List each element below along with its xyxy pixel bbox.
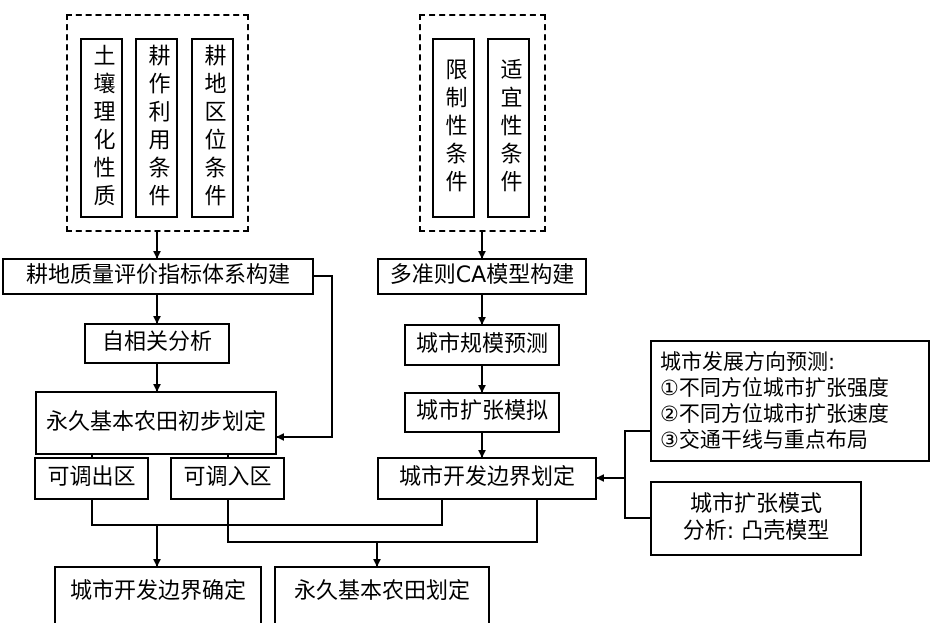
node-scale-forecast-label: 城市规模预测 xyxy=(415,331,548,357)
node-final-farmland-label: 永久基本农田划定 xyxy=(293,579,470,604)
arrow-index-bypass-to-prelim xyxy=(276,275,333,441)
node-boundary-delineation: 城市开发边界划定 xyxy=(377,457,597,500)
indicator-tillage-label: 耕作利用条件 xyxy=(144,44,170,212)
expansion-mode-box: 城市扩张模式 分析: 凸壳模型 xyxy=(650,481,862,556)
node-ca-model-label: 多准则CA模型构建 xyxy=(389,263,575,289)
node-prelim-delineation: 永久基本农田初步划定 xyxy=(35,391,277,455)
node-expansion-sim: 城市扩张模拟 xyxy=(404,392,560,433)
left-indicator-group xyxy=(66,14,249,232)
direction-forecast-box: 城市发展方向预测: ①不同方位城市扩张强度 ②不同方位城市扩张速度 ③交通干线与… xyxy=(650,340,930,462)
indicator-soil: 土壤理化性质 xyxy=(80,38,123,218)
node-scale-forecast: 城市规模预测 xyxy=(404,324,560,366)
node-adjust-in: 可调入区 xyxy=(170,457,285,500)
indicator-location-label: 耕地区位条件 xyxy=(200,44,226,212)
node-farmland-index: 耕地质量评价指标体系构建 xyxy=(2,258,314,295)
node-adjust-out: 可调出区 xyxy=(34,457,149,500)
node-boundary-delineation-label: 城市开发边界划定 xyxy=(398,465,575,491)
direction-forecast-item-2: ②不同方位城市扩张速度 xyxy=(660,402,889,426)
expansion-mode-line1: 城市扩张模式 xyxy=(689,492,822,518)
node-expansion-sim-label: 城市扩张模拟 xyxy=(415,399,548,425)
line-mode-to-bracket xyxy=(624,478,650,519)
indicator-soil-label: 土壤理化性质 xyxy=(89,44,115,212)
node-prelim-delineation-label: 永久基本农田初步划定 xyxy=(45,409,266,435)
merge-in-boundary xyxy=(227,500,538,543)
node-ca-model: 多准则CA模型构建 xyxy=(377,258,587,295)
node-boundary-confirm-label: 城市开发边界确定 xyxy=(69,579,246,604)
indicator-location: 耕地区位条件 xyxy=(191,38,234,218)
direction-forecast-item-3: ③交通干线与重点布局 xyxy=(660,428,868,453)
condition-restrictive: 限制性条件 xyxy=(432,38,475,218)
condition-suitable: 适宜性条件 xyxy=(487,38,530,218)
right-condition-group xyxy=(419,14,546,232)
node-farmland-index-label: 耕地质量评价指标体系构建 xyxy=(25,263,290,289)
node-adjust-out-label: 可调出区 xyxy=(47,465,136,491)
condition-restrictive-label: 限制性条件 xyxy=(441,58,467,198)
condition-suitable-label: 适宜性条件 xyxy=(496,58,522,198)
node-autocorrelation-label: 自相关分析 xyxy=(101,330,212,356)
node-autocorrelation: 自相关分析 xyxy=(84,323,230,364)
node-boundary-confirm: 城市开发边界确定 xyxy=(54,566,262,623)
direction-forecast-item-1: ①不同方位城市扩张强度 xyxy=(660,375,889,400)
direction-forecast-title: 城市发展方向预测: xyxy=(660,349,836,374)
merge-out-boundary xyxy=(91,500,443,526)
indicator-tillage: 耕作利用条件 xyxy=(135,38,178,218)
expansion-mode-line2: 分析: 凸壳模型 xyxy=(682,518,830,544)
node-final-farmland: 永久基本农田划定 xyxy=(274,566,490,623)
arrow-side-to-boundary xyxy=(596,430,650,482)
node-adjust-in-label: 可调入区 xyxy=(183,465,272,491)
